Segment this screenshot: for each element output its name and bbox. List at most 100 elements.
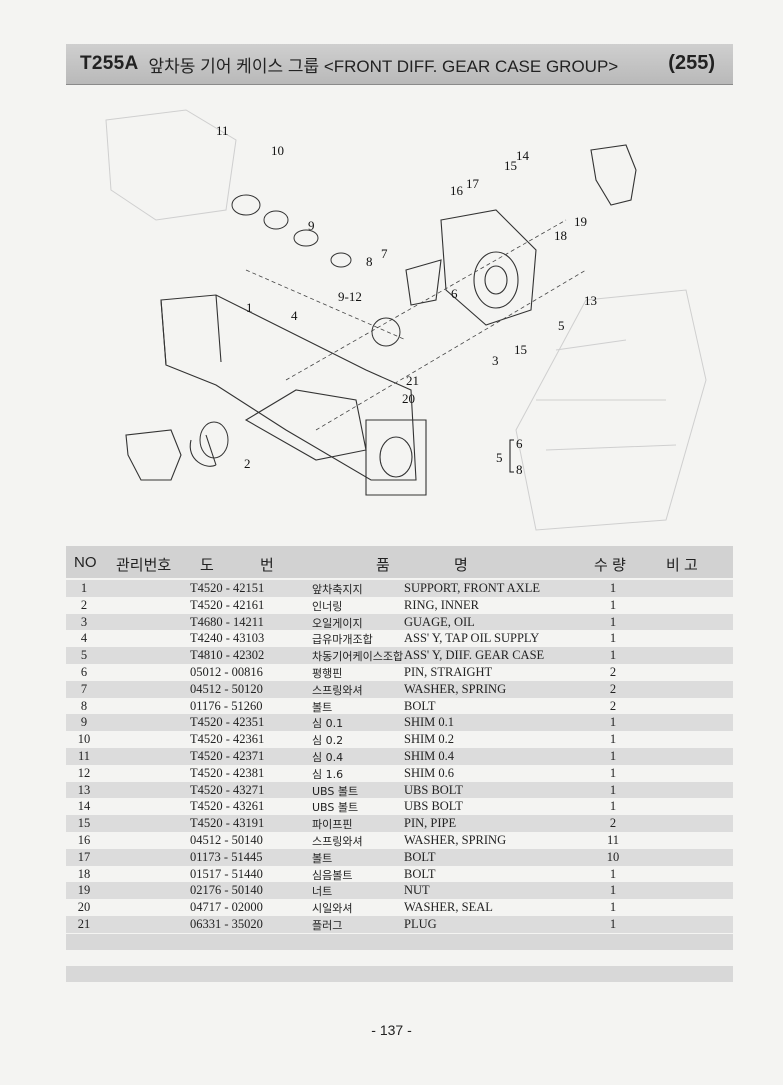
english-name: WASHER, SPRING (404, 832, 507, 847)
item-number: 17 (77, 849, 91, 864)
part-number: T4520 - 43271 (190, 782, 265, 797)
callout-20: 20 (402, 391, 415, 406)
assembly-lines (245, 219, 587, 431)
korean-name: 스프링와셔 (312, 683, 363, 697)
english-name: SHIM 0.1 (404, 715, 455, 730)
quantity: 1 (609, 883, 617, 898)
korean-name: UBS 볼트 (312, 784, 359, 798)
part-number: 02176 - 50140 (190, 883, 263, 898)
quantity: 1 (609, 748, 617, 763)
header-no: NO (74, 554, 97, 571)
item-number: 10 (77, 732, 91, 747)
header-drawing-no-a: 도 (200, 557, 214, 574)
header-part-name-a: 품 (376, 557, 390, 574)
item-number: 20 (77, 900, 91, 915)
callout-11: 11 (216, 123, 229, 138)
callout-6: 6 (451, 286, 458, 301)
item-number: 18 (77, 866, 91, 881)
quantity: 10 (606, 849, 620, 864)
part-number: T4520 - 43261 (190, 799, 265, 814)
callout-9-12: 9-12 (338, 289, 362, 304)
english-name: BOLT (404, 866, 436, 881)
item-number: 15 (77, 816, 91, 831)
korean-name: 인너링 (312, 599, 343, 613)
callout-8: 8 (366, 254, 373, 269)
part-number: T4520 - 42361 (190, 732, 265, 747)
item-number: 5 (80, 648, 88, 663)
english-name: NUT (404, 883, 430, 898)
callout-18: 18 (554, 228, 567, 243)
callout-16: 16 (450, 183, 464, 198)
callout-5: 5 (558, 318, 565, 333)
bracket-top-item: 6 (516, 436, 523, 451)
quantity: 1 (609, 614, 617, 629)
callout-10: 10 (271, 143, 284, 158)
callout-15-top: 15 (504, 158, 517, 173)
header-quantity: 수 량 (594, 557, 626, 574)
english-name: BOLT (404, 849, 436, 864)
header-drawing-no-b: 번 (260, 557, 274, 574)
header-mgmt-no: 관리번호 (116, 557, 172, 574)
korean-name: 차동기어케이스조합 (312, 650, 404, 664)
item-number: 13 (77, 782, 91, 797)
english-name: BOLT (404, 698, 436, 713)
page-reference: (255) (668, 52, 715, 74)
callout-1: 1 (246, 300, 253, 315)
korean-name: 급유마개조합 (312, 633, 373, 647)
english-name: SHIM 0.6 (404, 765, 455, 780)
korean-name: UBS 볼트 (312, 801, 359, 815)
callout-21: 21 (406, 373, 419, 388)
quantity: 1 (609, 782, 617, 797)
part-number: 04512 - 50120 (190, 681, 263, 696)
bracket-line (509, 439, 514, 473)
quantity: 1 (609, 866, 617, 881)
quantity: 1 (609, 765, 617, 780)
callout-19: 19 (574, 214, 587, 229)
item-number: 21 (77, 916, 91, 931)
exploded-parts-diagram: 1 2 3 4 5 6 7 8 9-12 13 14 15 16 17 18 1… (105, 109, 707, 531)
callout-4: 4 (291, 308, 298, 323)
korean-name: 시일와셔 (312, 902, 353, 916)
item-number: 8 (80, 698, 88, 713)
item-number: 2 (80, 597, 88, 612)
item-number: 14 (77, 799, 91, 814)
english-name: ASS' Y, DIIF. GEAR CASE (404, 648, 545, 663)
korean-name: 너트 (312, 885, 333, 899)
part-number: T4520 - 42381 (190, 765, 265, 780)
callout-14: 14 (516, 148, 530, 163)
english-name: WASHER, SEAL (404, 900, 493, 915)
korean-name: 심 1.6 (312, 767, 344, 781)
background-ghost-drawing (105, 109, 707, 531)
item-number: 6 (80, 664, 88, 679)
header-remark: 비 고 (666, 557, 698, 574)
item-number: 19 (77, 883, 91, 898)
part-number: 01173 - 51445 (190, 849, 263, 864)
front-axle-bracket (125, 144, 637, 481)
korean-name: 앞차축지지 (312, 583, 363, 596)
english-name: RING, INNER (404, 597, 479, 612)
table-footer-band (66, 934, 733, 950)
title-bar: T255A 앞차동 기어 케이스 그룹 <FRONT DIFF. GEAR CA… (66, 44, 733, 85)
part-number: 04717 - 02000 (190, 900, 263, 915)
callout-15-bottom: 15 (514, 342, 527, 357)
diff-gear-case (405, 209, 537, 326)
korean-name: 플러그 (312, 918, 343, 932)
english-name: UBS BOLT (404, 782, 463, 797)
english-name: WASHER, SPRING (404, 681, 507, 696)
axle-support-housing (160, 294, 427, 496)
group-title: 앞차동 기어 케이스 그룹 <FRONT DIFF. GEAR CASE GRO… (148, 56, 619, 76)
english-name: PIN, PIPE (404, 816, 457, 831)
